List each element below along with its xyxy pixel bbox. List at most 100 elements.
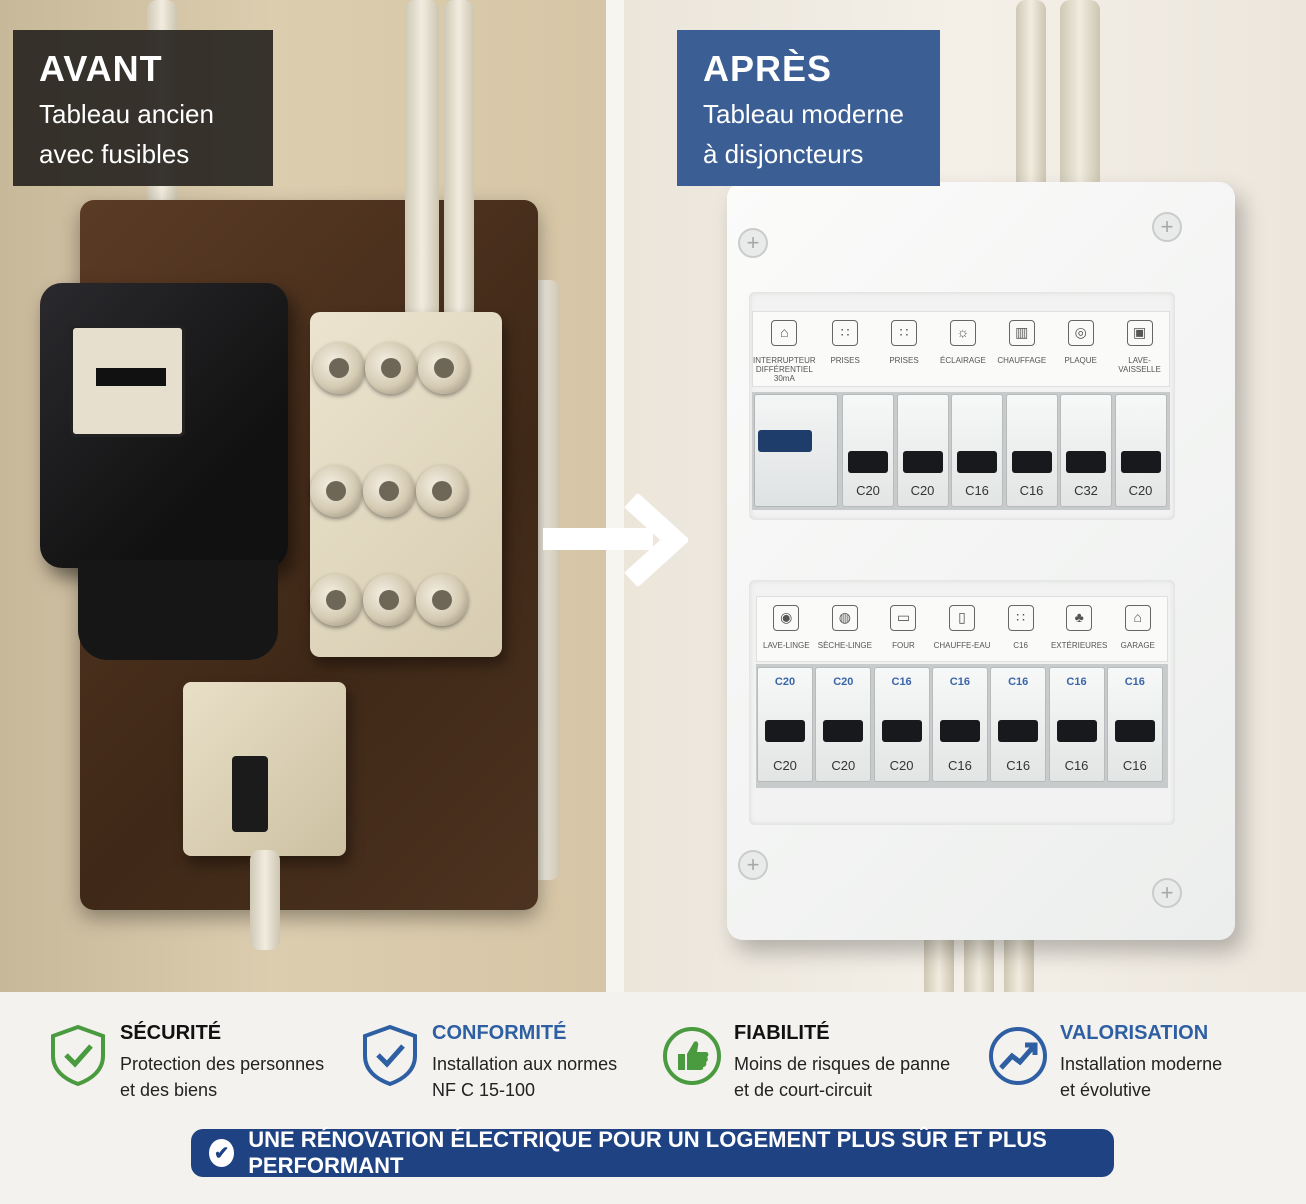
circuit-label: ▣ LAVE-VAISSELLE: [1110, 312, 1169, 386]
breaker-lever: [881, 720, 922, 742]
fuse: [310, 465, 362, 517]
meter-counter: [96, 368, 166, 386]
fuse: [310, 574, 362, 626]
conduit-pipe: [1060, 0, 1100, 200]
breaker-lever: [765, 720, 805, 742]
circuit-label-text: C16: [1013, 641, 1028, 650]
breaker-rating: C16: [1064, 758, 1089, 773]
label-strip-2: ◉LAVE-LINGE◍SÈCHE-LINGE▭FOUR▯CHAUFFE-EAU…: [756, 596, 1168, 662]
dishwasher-icon: ▣: [1126, 320, 1153, 346]
meter-base: [78, 560, 278, 660]
breaker-lever: [1011, 451, 1052, 473]
benefit-line1: Moins de risques de panne: [734, 1054, 951, 1074]
socket-icon: ∷: [832, 320, 859, 346]
circuit-label-text: PRISES: [830, 356, 860, 365]
breaker-rating: C16: [947, 758, 972, 773]
conduit-pipe: [444, 180, 474, 320]
breaker-rating: C16: [1006, 758, 1031, 773]
washer-icon: ◉: [773, 605, 800, 631]
fuse: [363, 465, 415, 517]
breaker-rating: C16: [965, 483, 989, 498]
conduit-pipe: [250, 850, 280, 950]
label-strip-1: ⌂INTERRUPTEUR DIFFÉRENTIEL 30mA∷PRISES∷P…: [752, 311, 1170, 387]
breaker-rating: C16: [1019, 483, 1044, 498]
garage-icon: ⌂: [1124, 605, 1151, 631]
circuit-label: ◎PLAQUE: [1051, 312, 1110, 386]
breaker-lever: [823, 720, 864, 742]
circuit-label: ▯ CHAUFFE-EAU: [933, 597, 992, 661]
check-circle-icon: ✔: [209, 1139, 235, 1167]
breaker-top-label: C16: [949, 676, 970, 688]
circuit-label: ◉ LAVE-LINGE: [757, 597, 816, 661]
breaker-rating: C20: [856, 483, 880, 498]
circuit-label-text: INTERRUPTEUR DIFFÉRENTIEL 30mA: [753, 356, 816, 383]
cooktop-icon: ◎: [1067, 320, 1094, 346]
benefit-line1: Installation aux normes: [432, 1054, 618, 1074]
benefit-line2: et évolutive: [1060, 1080, 1152, 1100]
benefit-title: CONFORMITÉ: [432, 1022, 567, 1044]
circuit-label-text: CHAUFFE-EAU: [933, 641, 991, 650]
breaker-rating: C20: [831, 758, 856, 773]
circuit-breaker: C20: [842, 394, 894, 507]
breaker-lever: [1066, 451, 1106, 473]
circuit-label: ♣EXTÉRIEURES: [1050, 597, 1109, 661]
conduit-pipe: [1016, 0, 1046, 200]
banner-text: UNE RÉNOVATION ÉLECTRIQUE POUR UN LOGEME…: [248, 1127, 1047, 1178]
fuse: [363, 574, 415, 626]
breaker-top-label: C16: [891, 676, 912, 688]
circuit-label-text: LAVE-VAISSELLE: [1118, 356, 1161, 374]
after-title: APRÈS: [703, 48, 833, 89]
fuse: [365, 342, 417, 394]
benefit-title: VALORISATION: [1060, 1022, 1209, 1044]
fuse: [418, 342, 470, 394]
breaker-lever: [902, 451, 943, 473]
conduit-pipe: [405, 180, 439, 320]
circuit-label-text: SÈCHE-LINGE: [817, 641, 872, 650]
circuit-label-text: ÉCLAIRAGE: [940, 356, 986, 365]
breaker-lever: [957, 451, 997, 473]
panel-divider: [606, 0, 624, 992]
tree-icon: ♣: [1066, 605, 1093, 631]
breaker-lever: [1056, 720, 1097, 742]
summary-banner: ✔ UNE RÉNOVATION ÉLECTRIQUE POUR UN LOGE…: [191, 1127, 1114, 1178]
thumbs-up-icon: [663, 1027, 721, 1085]
breaker-lever: [998, 720, 1039, 742]
benefit-title: SÉCURITÉ: [120, 1022, 222, 1044]
breaker-top-label: C16: [1124, 676, 1145, 688]
socket-icon: ∷: [891, 320, 917, 346]
benefit-line2: et des biens: [120, 1080, 218, 1100]
breaker-rating: C16: [1122, 758, 1147, 773]
arrow-right-icon: [543, 494, 688, 586]
circuit-breaker: C16: [1005, 394, 1058, 507]
before-line2: avec fusibles: [39, 139, 190, 169]
circuit-breaker: C32: [1060, 394, 1112, 507]
benefit-line2: et de court-circuit: [734, 1080, 873, 1100]
circuit-label: ▭FOUR: [874, 597, 933, 661]
breaker-rating: C20: [1128, 483, 1153, 498]
before-line1: Tableau ancien: [39, 99, 214, 129]
after-label: APRÈS Tableau moderne à disjoncteurs: [677, 30, 940, 186]
circuit-label: ☼ÉCLAIRAGE: [933, 312, 992, 386]
switch-lever: [232, 756, 268, 832]
before-label: AVANT Tableau ancien avec fusibles: [13, 30, 273, 186]
circuit-label-text: GARAGE: [1120, 641, 1155, 650]
breaker-lever: [939, 720, 980, 742]
circuit-breaker: C16: [951, 394, 1003, 507]
socket-icon: ∷: [1007, 605, 1034, 631]
circuit-label-text: LAVE-LINGE: [763, 641, 810, 650]
water-heater-icon: ▯: [949, 605, 976, 631]
after-line2: à disjoncteurs: [703, 139, 864, 169]
shield-check-icon: [51, 1024, 105, 1086]
breaker-lever: [1114, 720, 1155, 742]
breaker-top-label: C20: [833, 676, 854, 688]
chart-up-icon: [989, 1027, 1047, 1085]
benefit-line2: NF C 15-100: [432, 1080, 536, 1100]
screw-icon: +: [1152, 212, 1182, 242]
